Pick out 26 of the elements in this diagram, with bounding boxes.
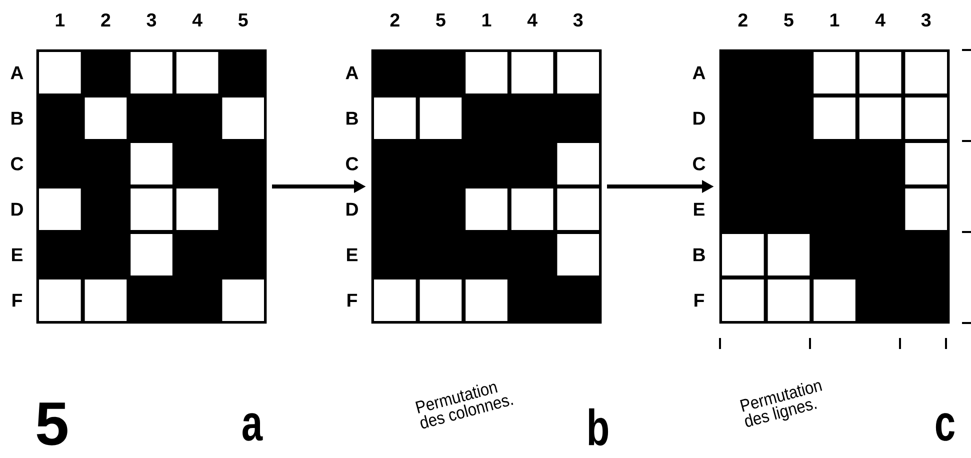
matrix-grid <box>719 49 950 324</box>
figure-number: 5 <box>36 402 68 446</box>
column-label: 1 <box>56 14 65 26</box>
column-label: 4 <box>527 14 538 26</box>
column-label: 3 <box>146 13 156 27</box>
column-label: 4 <box>875 14 886 26</box>
matrix-grid <box>36 49 267 324</box>
column-label: 5 <box>436 14 446 27</box>
column-label: 1 <box>830 14 840 26</box>
column-label: 5 <box>238 14 248 27</box>
row-label: C <box>346 157 358 170</box>
column-label: 3 <box>921 13 931 27</box>
row-label: E <box>694 202 705 216</box>
panel-letter: b <box>588 408 608 446</box>
column-label: 1 <box>482 14 492 26</box>
column-label: 2 <box>101 13 110 27</box>
column-label: 2 <box>738 13 748 27</box>
row-label: D <box>346 202 358 216</box>
column-label: 5 <box>784 14 794 27</box>
column-label: 3 <box>573 13 583 27</box>
panel-letter: c <box>936 413 954 441</box>
row-label: C <box>693 157 706 170</box>
matrix-grid <box>371 49 602 324</box>
column-label: 2 <box>390 13 400 27</box>
panel-letter: a <box>242 413 263 441</box>
column-label: 4 <box>192 14 202 26</box>
